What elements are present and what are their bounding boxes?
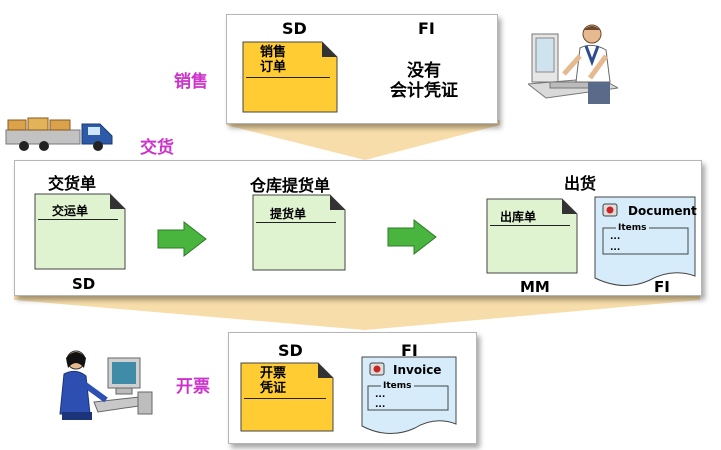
billing-note: 开票 凭证 <box>240 362 334 432</box>
document-title: Document <box>628 204 697 218</box>
sticky-note-icon <box>240 362 334 432</box>
top-fi-label: FI <box>418 19 435 38</box>
bottom-sd-label: SD <box>278 341 303 360</box>
document-shape <box>361 356 457 434</box>
top-sd-label: SD <box>282 19 307 38</box>
col1-title: 交货单 <box>48 174 97 193</box>
bottom-fi-label: FI <box>401 341 418 360</box>
invoice-dots-1: ... <box>375 390 386 400</box>
fi-no-accounting-doc-line1: 没有 <box>407 61 441 81</box>
step-label-billing: 开票 <box>176 377 210 397</box>
picking-note: 提货单 <box>252 194 346 271</box>
step-arrow-1 <box>157 220 207 258</box>
doc-module: FI <box>654 278 670 296</box>
fi-no-accounting-doc-line2: 会计凭证 <box>390 81 458 101</box>
document-shape <box>594 196 696 286</box>
document-items: Items <box>616 223 649 233</box>
invoice-title: Invoice <box>393 363 442 377</box>
step-arrow-2 <box>387 218 437 256</box>
goods-issue-note: 出库单 <box>486 198 578 274</box>
invoice-document: Invoice Items ... ... <box>361 356 457 438</box>
goods-issue-note-text: 出库单 <box>500 210 537 224</box>
document-dots-1: ... <box>610 232 621 242</box>
picking-note-text: 提货单 <box>270 207 307 221</box>
fi-document: Document Items ... ... <box>594 196 697 292</box>
sales-order-note: 销售 订单 <box>242 41 338 113</box>
sticky-note-icon <box>252 194 346 271</box>
delivery-note-text: 交运单 <box>52 204 89 218</box>
middle-down-arrow <box>14 294 700 330</box>
sales-order-note-text: 销售 订单 <box>260 45 287 75</box>
invoice-items: Items <box>381 381 414 391</box>
step-label-sales: 销售 <box>174 72 208 92</box>
delivery-note: 交运单 <box>34 193 126 270</box>
truck-icon <box>5 117 113 151</box>
document-badge-icon <box>602 203 618 217</box>
col2-title: 仓库提货单 <box>250 176 331 195</box>
invoice-dots-2: ... <box>375 400 386 410</box>
sticky-note-icon <box>34 193 126 270</box>
billing-note-text: 开票 凭证 <box>260 366 287 396</box>
sales-person-icon <box>528 24 618 104</box>
document-dots-2: ... <box>610 243 621 253</box>
col1-module: SD <box>72 275 96 293</box>
sticky-note-icon <box>486 198 578 274</box>
delivery-box <box>14 160 702 296</box>
billing-person-icon <box>59 350 153 420</box>
col3-module: MM <box>520 278 550 296</box>
top-down-arrow <box>226 120 500 160</box>
invoice-badge-icon <box>369 362 385 376</box>
step-label-delivery: 交货 <box>140 138 174 158</box>
col3-title: 出货 <box>564 174 597 193</box>
